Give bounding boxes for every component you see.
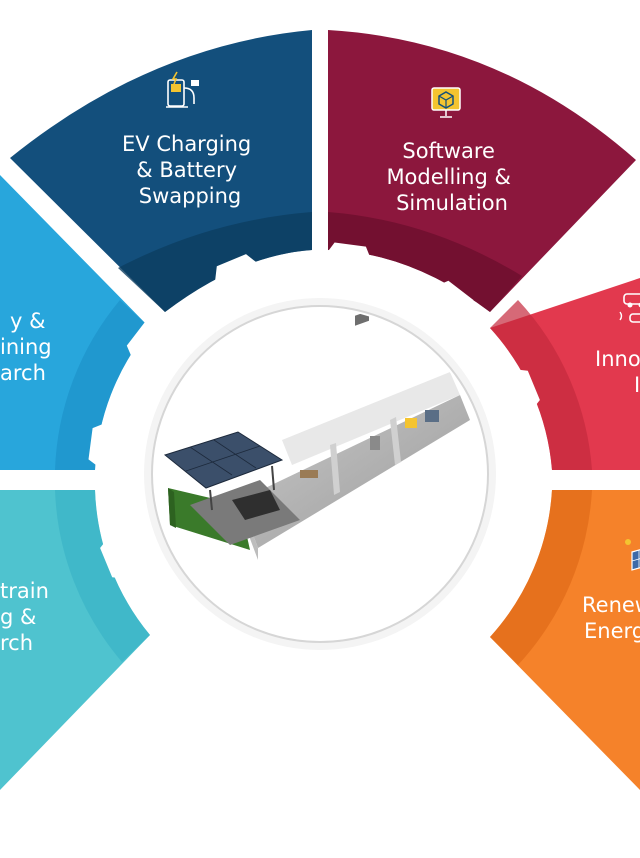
segment-software-line-2: Modelling & xyxy=(386,165,510,189)
segment-battery-line-2: ining xyxy=(0,335,52,359)
segment-battery-line-3: arch xyxy=(0,361,46,385)
segment-battery-line-1: y & xyxy=(10,309,45,333)
segment-powertrain-line-1: train xyxy=(0,579,49,603)
segment-powertrain-line-2: g & xyxy=(0,605,36,629)
center-image xyxy=(152,306,488,642)
segment-ev-line-1: EV Charging xyxy=(122,132,251,156)
segment-powertrain-line-3: rch xyxy=(0,631,33,655)
segment-renewable-line-1: Renew xyxy=(582,593,640,617)
segment-software-line-3: Simulation xyxy=(396,191,508,215)
segment-software-line-1: Software xyxy=(402,139,495,163)
segment-renewable-line-2: Energ xyxy=(584,619,640,643)
segment-innovation-line-2: I xyxy=(634,373,640,397)
segment-ev-line-3: Swapping xyxy=(139,184,242,208)
segment-label-software: Software Modelling & Simulation xyxy=(386,139,517,215)
segment-ev-line-2: & Battery xyxy=(136,158,237,182)
segment-innovation-line-1: Inno xyxy=(595,347,640,371)
segment-label-ev-charging: EV Charging & Battery Swapping xyxy=(122,132,258,208)
